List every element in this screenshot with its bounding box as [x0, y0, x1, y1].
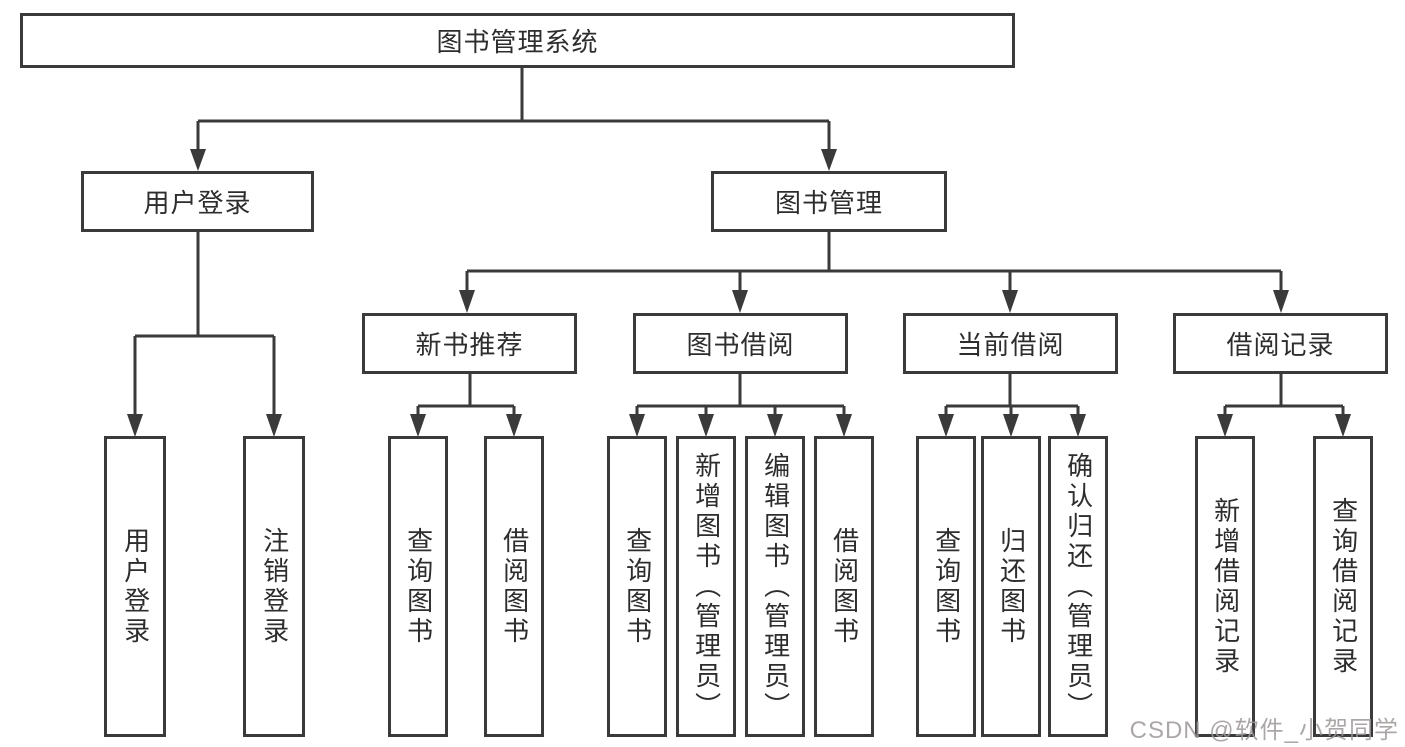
connector-user-login-to-leaves: [127, 232, 282, 437]
node-book-borrow: 图书借阅: [633, 313, 848, 374]
node-label: 新书推荐: [415, 330, 524, 360]
leaf-label: 借阅图书: [499, 526, 530, 647]
connector-borrow-records-to-leaves: [1217, 374, 1351, 437]
leaf-label: 借阅图书: [829, 526, 860, 647]
connector-root-to-level2: [190, 68, 837, 171]
leaf-edit-book-admin: 编辑图书（管理员）: [745, 436, 805, 737]
leaf-add-borrow-record: 新增借阅记录: [1195, 436, 1255, 737]
connector-book-mgmt-to-level3: [459, 232, 1289, 313]
leaf-label: 查询图书: [403, 526, 434, 647]
leaf-label: 新增图书（管理员）: [691, 451, 722, 722]
leaf-borrow-books-1: 借阅图书: [484, 436, 544, 737]
node-label: 图书管理系统: [436, 27, 599, 57]
leaf-query-books-2: 查询图书: [607, 436, 667, 737]
leaf-user-login: 用户登录: [104, 436, 166, 737]
node-borrow-records: 借阅记录: [1173, 313, 1388, 374]
leaf-label: 查询图书: [931, 526, 962, 647]
leaf-add-book-admin: 新增图书（管理员）: [676, 436, 736, 737]
connector-current-borrow-to-leaves: [938, 374, 1086, 437]
leaf-label: 归还图书: [996, 526, 1027, 647]
leaf-label: 注销登录: [259, 526, 290, 647]
node-label: 借阅记录: [1226, 330, 1335, 360]
node-label: 当前借阅: [956, 330, 1065, 360]
leaf-label: 查询图书: [622, 526, 653, 647]
node-library-system: 图书管理系统: [20, 13, 1015, 68]
leaf-return-book: 归还图书: [981, 436, 1041, 737]
leaf-logout: 注销登录: [243, 436, 305, 737]
leaf-confirm-return-admin: 确认归还（管理员）: [1048, 436, 1108, 737]
leaf-label: 新增借阅记录: [1210, 496, 1241, 677]
node-label: 图书管理: [774, 188, 883, 218]
leaf-label: 确认归还（管理员）: [1063, 451, 1094, 722]
leaf-query-books-1: 查询图书: [388, 436, 448, 737]
node-label: 图书借阅: [686, 330, 795, 360]
leaf-query-books-3: 查询图书: [916, 436, 976, 737]
node-user-login: 用户登录: [81, 171, 314, 232]
leaf-label: 查询借阅记录: [1328, 496, 1359, 677]
connector-book-borrow-to-leaves: [629, 374, 852, 437]
leaf-label: 用户登录: [120, 526, 151, 647]
node-label: 用户登录: [143, 188, 252, 218]
leaf-query-borrow-record: 查询借阅记录: [1313, 436, 1373, 737]
leaf-label: 编辑图书（管理员）: [760, 451, 791, 722]
node-current-borrow: 当前借阅: [903, 313, 1118, 374]
csdn-watermark: CSDN @软件_小贺同学: [1129, 717, 1399, 744]
connector-new-book-rec-to-leaves: [410, 374, 522, 437]
node-new-book-rec: 新书推荐: [362, 313, 577, 374]
node-book-mgmt: 图书管理: [711, 171, 947, 232]
leaf-borrow-books-2: 借阅图书: [814, 436, 874, 737]
